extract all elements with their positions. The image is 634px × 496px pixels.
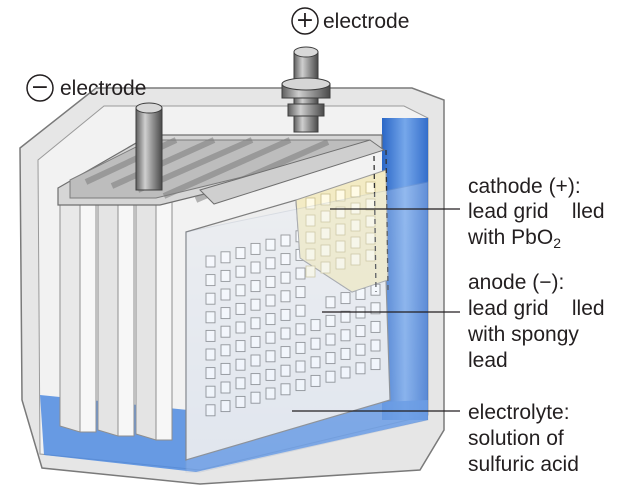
negative-electrode-label: electrode (60, 77, 147, 100)
electrolyte-label-line3: sulfuric acid (468, 453, 579, 476)
negative-electrode-terminal (135, 102, 163, 191)
anode-label-line2: lead grid lled (468, 297, 605, 320)
positive-electrode-label: electrode (323, 10, 410, 33)
cathode-grid-cell (365, 181, 376, 194)
minus-circle-icon (26, 74, 54, 102)
electrode-plates (59, 177, 173, 441)
cathode-formula: with PbO (468, 226, 554, 249)
cathode-formula-subscript: 2 (553, 235, 561, 251)
plus-circle-icon (291, 7, 319, 35)
anode-label-line3: with spongy (468, 323, 579, 346)
leader-lines (292, 208, 460, 412)
positive-symbol: + (295, 8, 315, 33)
case-front-wall (185, 181, 429, 473)
positive-electrode-terminal (281, 46, 331, 133)
electrolyte-label-line1: electrolyte: (468, 401, 570, 424)
cathode-grid-cell (350, 185, 361, 198)
cathode-label-line2: lead grid lled (468, 200, 605, 223)
anode-label-line4: lead (468, 349, 508, 372)
cathode-label-line1: cathode (+): (468, 175, 581, 198)
cathode-label-line3: with PbO2 (468, 225, 561, 250)
negative-symbol: − (30, 75, 50, 100)
anode-label-line1: anode (−): (468, 271, 565, 294)
electrolyte-label-line2: solution of (468, 427, 564, 450)
